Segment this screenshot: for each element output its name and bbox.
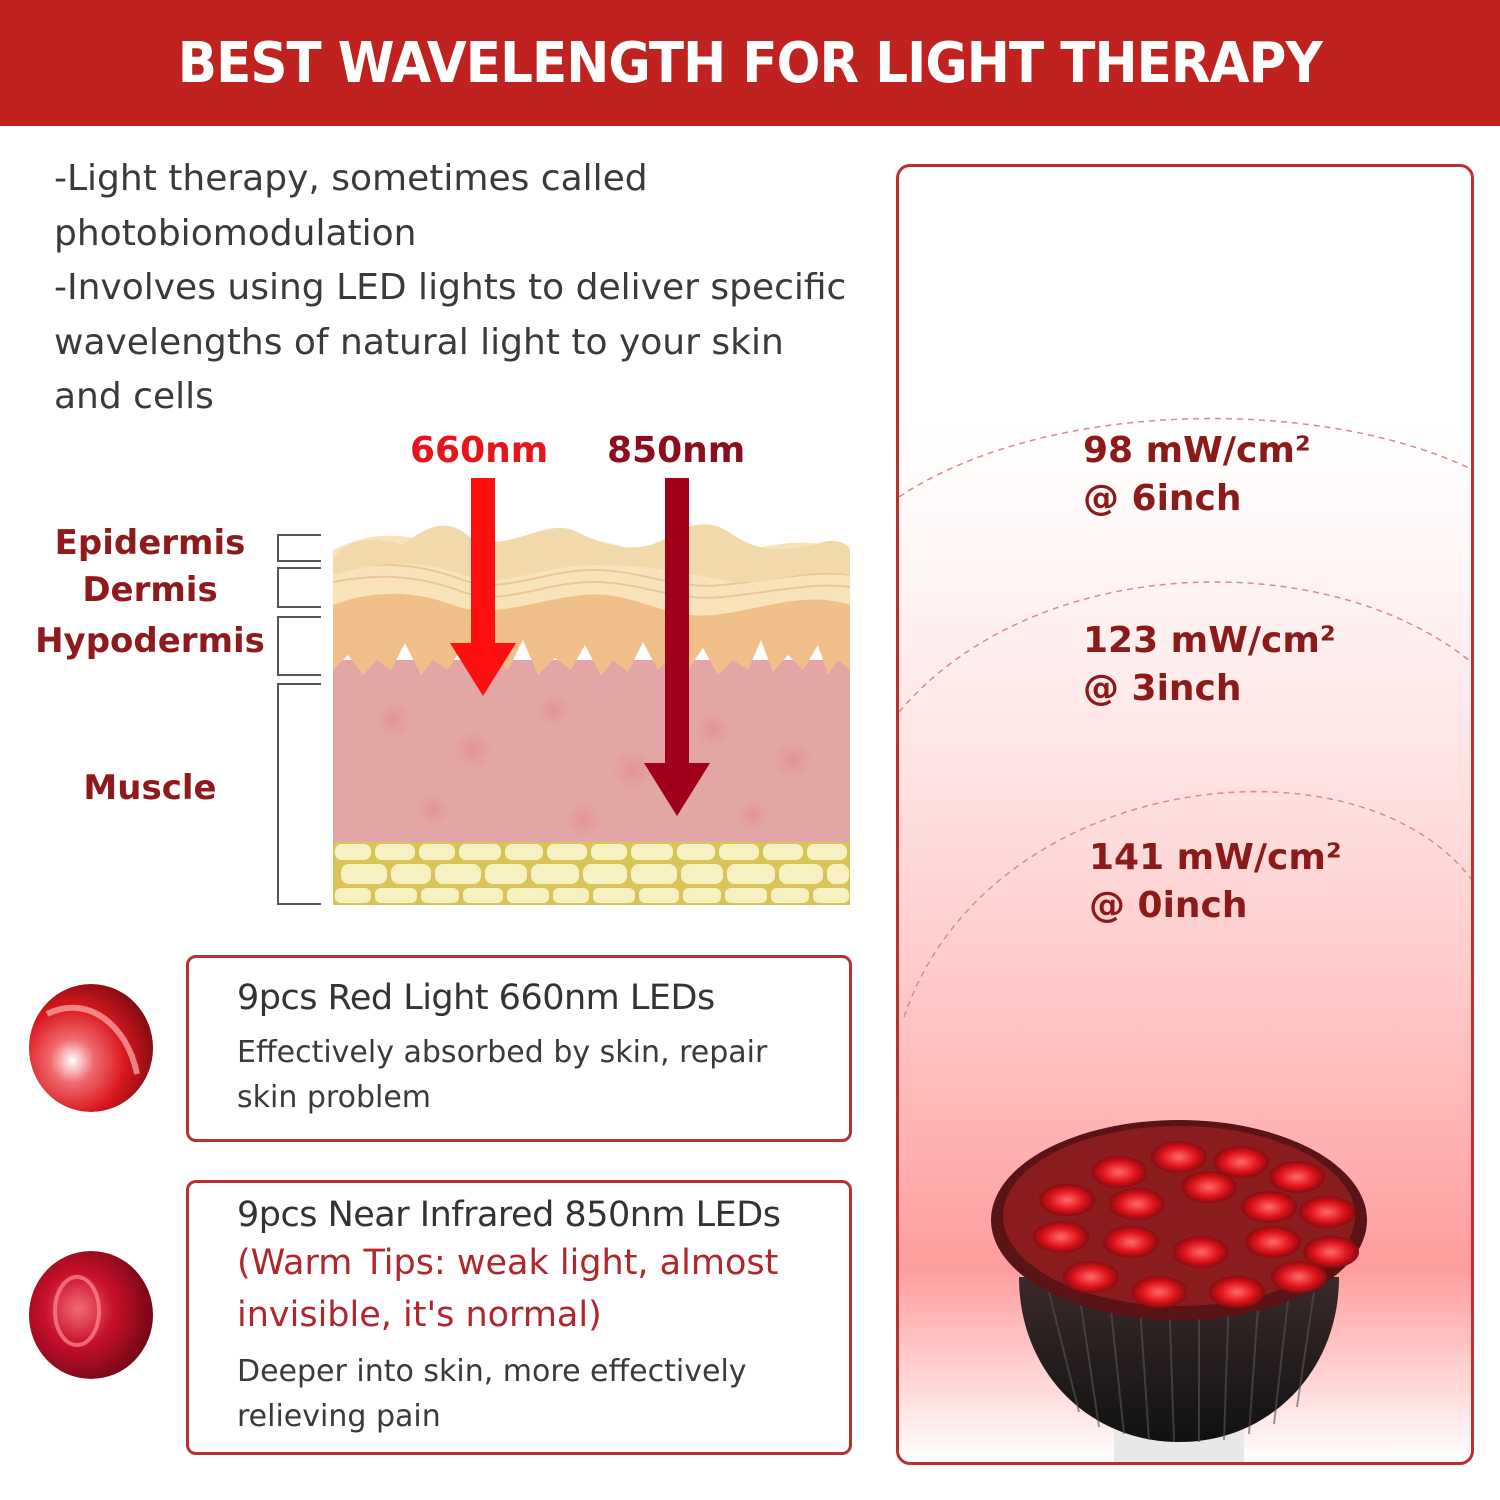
intro-line: -Light therapy, sometimes called (54, 158, 648, 199)
header-banner: BEST WAVELENGTH FOR LIGHT THERAPY (0, 0, 1500, 126)
led-bulb-product-image (991, 1120, 1367, 1462)
irradiance-level-6inch: 98 mW/cm² @ 6inch (1083, 427, 1311, 523)
arrow-660nm-icon (450, 478, 516, 696)
light-beam-arcs (899, 417, 1471, 1018)
layer-label-dermis: Dermis (82, 570, 218, 610)
page-title: BEST WAVELENGTH FOR LIGHT THERAPY (177, 30, 1323, 96)
layer-bracket (277, 683, 321, 905)
red-led-closeup-icon (27, 984, 155, 1112)
irradiance-level-3inch: 123 mW/cm² @ 3inch (1083, 617, 1336, 713)
feature-title: 9pcs Red Light 660nm LEDs (237, 978, 715, 1018)
feature-card-red-660: 9pcs Red Light 660nm LEDs Effectively ab… (186, 955, 852, 1142)
feature-warm-tip: (Warm Tips: weak light, almost invisible… (237, 1243, 779, 1335)
irradiance-panel: 98 mW/cm² @ 6inch 123 mW/cm² @ 3inch 141… (896, 164, 1474, 1465)
irradiance-distance: @ 0inch (1089, 885, 1248, 926)
wavelength-660-label: 660nm (410, 430, 549, 471)
feature-description: Effectively absorbed by skin, repair ski… (237, 1035, 768, 1115)
layer-label-muscle: Muscle (83, 768, 217, 808)
feature-description: Deeper into skin, more effectively relie… (237, 1354, 747, 1434)
wavelength-850-label: 850nm (607, 430, 746, 471)
layer-bracket (277, 534, 321, 562)
nir-led-closeup-icon (27, 1251, 155, 1379)
irradiance-power: 141 mW/cm² (1089, 837, 1342, 878)
irradiance-distance: @ 6inch (1083, 478, 1242, 519)
intro-text: -Light therapy, sometimes called photobi… (54, 152, 874, 425)
layer-label-epidermis: Epidermis (54, 523, 246, 563)
layer-bracket (277, 616, 321, 676)
feature-title: 9pcs Near Infrared 850nm LEDs (237, 1195, 781, 1235)
skin-cross-section-illustration (333, 520, 850, 905)
irradiance-power: 123 mW/cm² (1083, 620, 1336, 661)
intro-line: wavelengths of natural light to your ski… (54, 321, 784, 363)
feature-card-nir-850: 9pcs Near Infrared 850nm LEDs (Warm Tips… (186, 1180, 852, 1455)
intro-line: and cells (54, 376, 214, 417)
irradiance-power: 98 mW/cm² (1083, 430, 1311, 471)
layer-label-hypodermis: Hypodermis (35, 621, 265, 661)
layer-bracket (277, 567, 321, 608)
intro-line: -Involves using LED lights to deliver sp… (54, 267, 847, 308)
irradiance-distance: @ 3inch (1083, 668, 1242, 709)
arrow-850nm-icon (644, 478, 710, 816)
intro-line: photobiomodulation (54, 212, 417, 254)
irradiance-level-0inch: 141 mW/cm² @ 0inch (1089, 834, 1342, 930)
